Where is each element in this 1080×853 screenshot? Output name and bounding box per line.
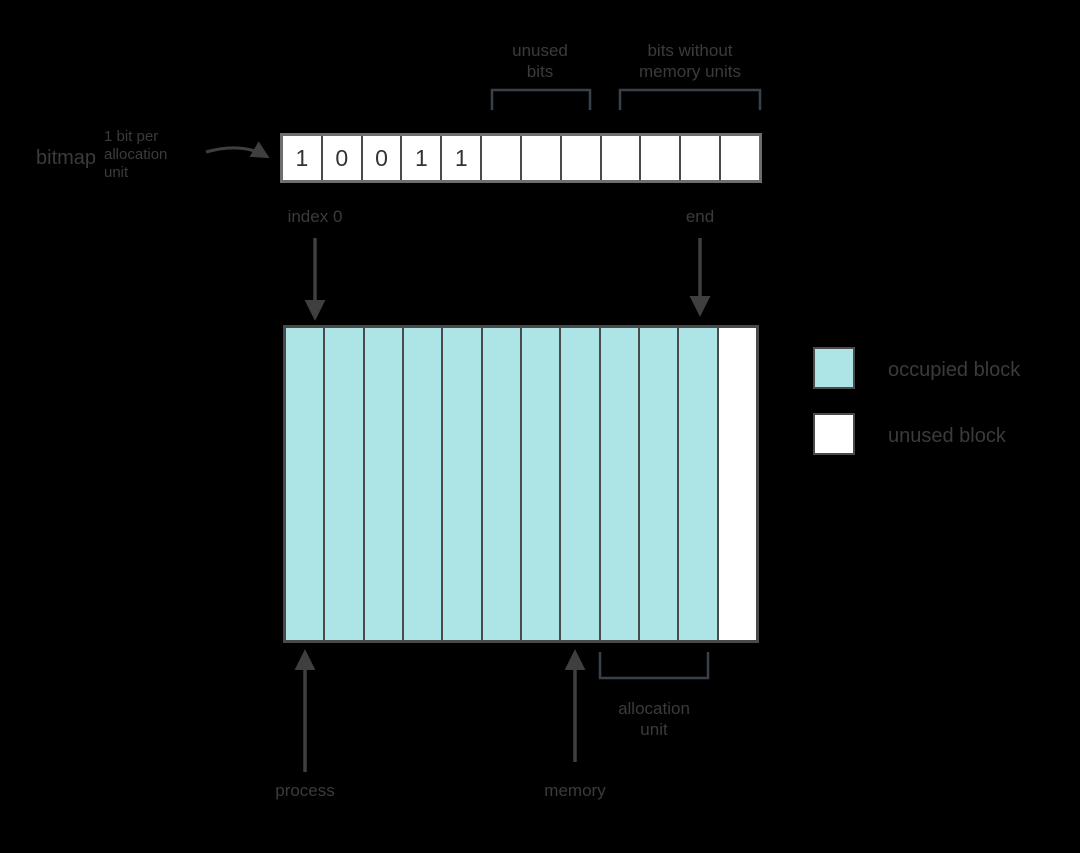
unused-block-column <box>718 328 756 640</box>
bit-array: 1 0 0 1 1 <box>280 133 762 183</box>
occupied-block-column <box>600 328 640 640</box>
pointer-label-index0: index 0 <box>287 207 343 226</box>
bracket-b <box>618 88 762 110</box>
bit-cell <box>521 136 562 180</box>
bit-cell <box>641 136 682 180</box>
pointer-label-end: end <box>685 207 715 226</box>
bit-cell <box>482 136 522 180</box>
bit-cell <box>601 136 642 180</box>
occupied-block-column <box>521 328 562 640</box>
legend-swatch-occupied <box>813 347 855 389</box>
occupied-block-column <box>364 328 404 640</box>
legend-label-unused: unused block <box>888 425 1006 447</box>
occupied-block-column <box>639 328 680 640</box>
bit-cell: 0 <box>322 136 363 180</box>
occupied-block-column <box>679 328 719 640</box>
pointer-label-memory: memory <box>544 781 606 800</box>
bracket-a-label: unused bits <box>512 41 568 81</box>
occupied-block-column <box>561 328 601 640</box>
bit-cell <box>681 136 722 180</box>
occupied-block-column <box>403 328 444 640</box>
bitmap-sublabel: 1 bit per allocation unit <box>104 128 168 181</box>
pointer-label-process: process <box>275 781 335 800</box>
bracket-b-label: bits without memory units <box>638 41 742 81</box>
legend-swatch-unused <box>813 413 855 455</box>
memory-block <box>283 325 759 643</box>
bit-cell: 1 <box>283 136 323 180</box>
bit-cell <box>721 136 759 180</box>
bottom-bracket-label: allocation unit <box>618 699 690 739</box>
bracket-bottom <box>598 652 710 680</box>
occupied-block-column <box>325 328 365 640</box>
occupied-block-column <box>286 328 326 640</box>
bit-cell <box>561 136 602 180</box>
bit-cell: 1 <box>402 136 443 180</box>
bitmap-label-arrow <box>205 141 270 159</box>
occupied-block-column <box>482 328 522 640</box>
bracket-a <box>490 88 592 110</box>
bit-cell: 1 <box>442 136 483 180</box>
legend-label-occupied: occupied block <box>888 359 1021 381</box>
bit-cell: 0 <box>362 136 403 180</box>
bitmap-label: bitmap <box>36 147 97 169</box>
occupied-block-column <box>443 328 483 640</box>
